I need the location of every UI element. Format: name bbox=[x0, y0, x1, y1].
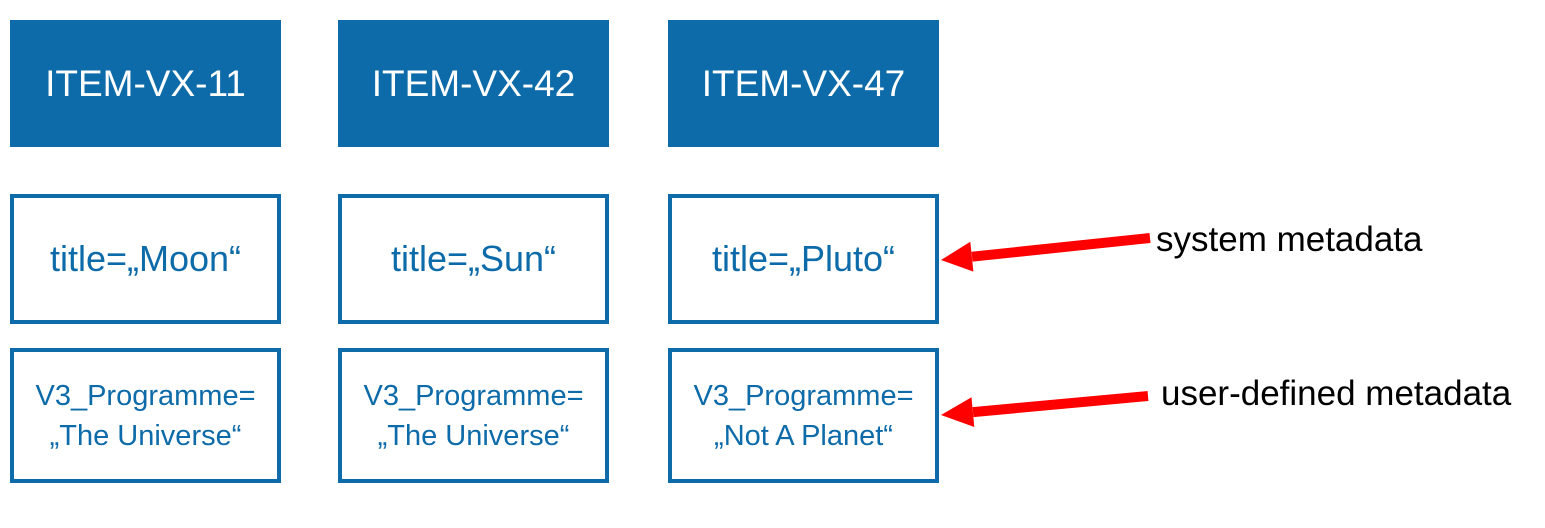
system-metadata-box: title=„Sun“ bbox=[338, 194, 609, 324]
user-metadata-key: V3_Programme= bbox=[693, 379, 914, 412]
user-metadata-box: V3_Programme= „Not A Planet“ bbox=[668, 348, 939, 483]
system-metadata-value: title=„Sun“ bbox=[390, 238, 557, 279]
red-arrow-system-metadata-icon bbox=[941, 233, 1151, 272]
user-defined-metadata-label: user-defined metadata bbox=[1161, 374, 1512, 413]
user-metadata-value: „The Universe“ bbox=[49, 419, 242, 452]
item-header: ITEM-VX-42 bbox=[338, 20, 609, 147]
item-column-vx-11: ITEM-VX-11 title=„Moon“ V3_Programme= „T… bbox=[10, 0, 281, 528]
user-metadata-box: V3_Programme= „The Universe“ bbox=[338, 348, 609, 483]
item-column-vx-42: ITEM-VX-42 title=„Sun“ V3_Programme= „Th… bbox=[338, 0, 609, 528]
user-metadata-key: V3_Programme= bbox=[363, 379, 584, 412]
system-metadata-value: title=„Pluto“ bbox=[711, 238, 896, 279]
user-metadata-value: „Not A Planet“ bbox=[714, 419, 893, 452]
system-metadata-value: title=„Moon“ bbox=[49, 238, 242, 279]
item-column-vx-47: ITEM-VX-47 title=„Pluto“ V3_Programme= „… bbox=[668, 0, 939, 528]
red-arrow-user-defined-metadata-icon bbox=[941, 391, 1149, 427]
item-header: ITEM-VX-47 bbox=[668, 20, 939, 147]
user-metadata-key: V3_Programme= bbox=[35, 379, 256, 412]
system-metadata-label: system metadata bbox=[1156, 220, 1423, 259]
user-metadata-value: „The Universe“ bbox=[377, 419, 570, 452]
user-metadata-box: V3_Programme= „The Universe“ bbox=[10, 348, 281, 483]
system-metadata-box: title=„Pluto“ bbox=[668, 194, 939, 324]
item-header: ITEM-VX-11 bbox=[10, 20, 281, 147]
system-metadata-box: title=„Moon“ bbox=[10, 194, 281, 324]
